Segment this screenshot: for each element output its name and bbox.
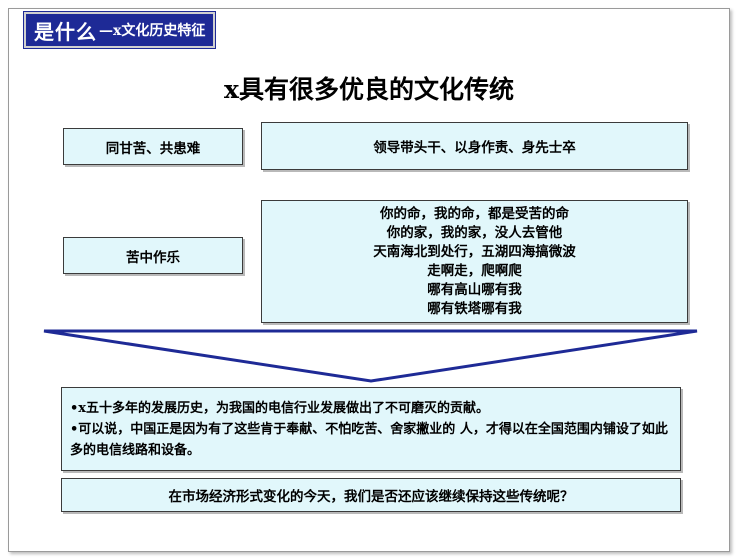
section-tag-main: 是什么 — [34, 19, 97, 44]
down-arrow-icon — [43, 329, 698, 383]
poem-line: 哪有高山哪有我 — [427, 281, 522, 298]
poem-line: 天南海北到处行，五湖四海搞微波 — [373, 243, 576, 260]
detail-box-poem: 你的命，我的命，都是受苦的命 你的家，我的家，没人去管他 天南海北到处行，五湖四… — [261, 200, 688, 323]
poem-line: 走啊走，爬啊爬 — [427, 262, 522, 279]
section-tag: 是什么 —x文化历史特征 — [22, 11, 217, 49]
poem-line: 你的命，我的命，都是受苦的命 — [380, 205, 569, 222]
poem-line: 哪有铁塔哪有我 — [427, 300, 522, 317]
detail-box-leadership: 领导带头干、以身作责、身先士卒 — [261, 122, 688, 170]
label-text: 同甘苦、共患难 — [105, 140, 201, 157]
question-text: 在市场经济形式变化的今天，我们是否还应该继续保持这些传统呢？ — [168, 489, 574, 505]
label-box-joy-in-hardship: 苦中作乐 — [63, 237, 243, 274]
slide-title: x具有很多优良的文化传统 — [224, 75, 514, 104]
summary-box: •x五十多年的发展历史，为我国的电信行业发展做出了不可磨灭的贡献。 •可以说，中… — [61, 387, 681, 471]
poem-line: 你的家，我的家，没人去管他 — [386, 224, 563, 241]
label-box-sharing-hardship: 同甘苦、共患难 — [63, 128, 243, 165]
detail-text: 领导带头干、以身作责、身先士卒 — [373, 140, 576, 156]
section-tag-sub: —x文化历史特征 — [99, 23, 206, 39]
label-text: 苦中作乐 — [126, 249, 180, 266]
summary-bullet: •可以说，中国正是因为有了这些肯于奉献、不怕吃苦、舍家撇业的 人，才得以在全国范… — [70, 422, 668, 458]
summary-bullet: •x五十多年的发展历史，为我国的电信行业发展做出了不可磨灭的贡献。 — [70, 401, 490, 416]
question-box: 在市场经济形式变化的今天，我们是否还应该继续保持这些传统呢？ — [61, 478, 681, 512]
